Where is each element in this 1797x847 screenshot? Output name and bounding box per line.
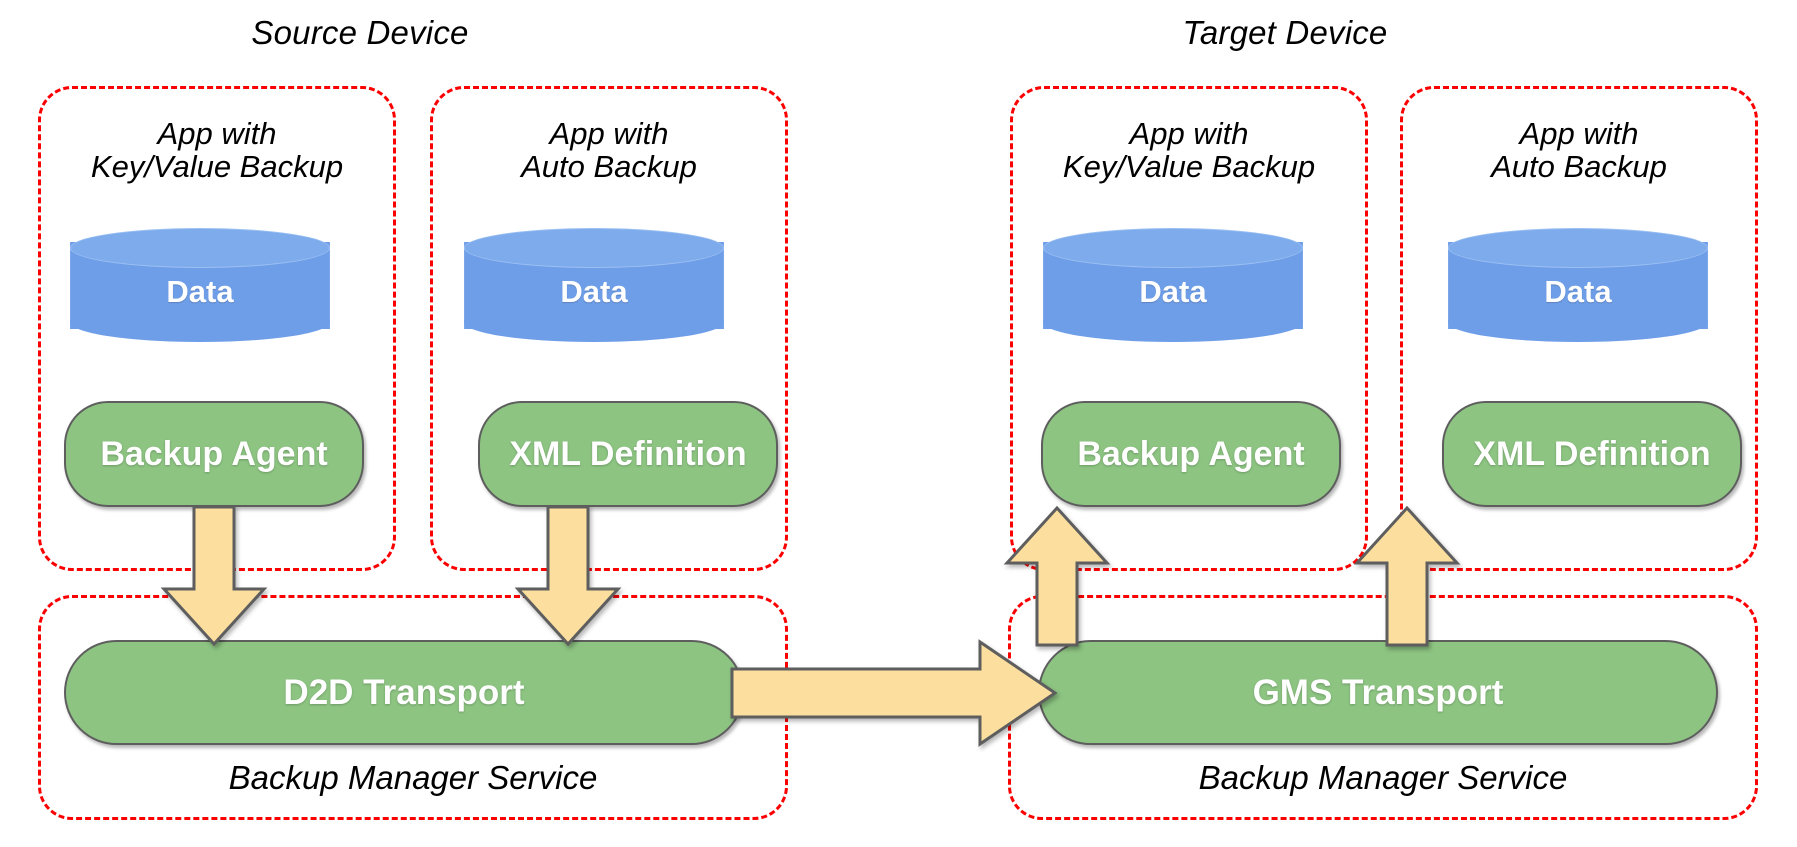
source-xml-definition[interactable]: XML Definition [478, 401, 778, 507]
gms-transport-label: GMS Transport [1252, 672, 1504, 712]
cylinder-top-ellipse [1448, 228, 1708, 268]
source-xml-definition-label: XML Definition [509, 434, 747, 473]
source-backup-agent[interactable]: Backup Agent [64, 401, 364, 507]
arrow-gms-to-xml-definition-icon [1352, 505, 1462, 647]
target-app-auto-data-label: Data [1544, 274, 1612, 309]
target-device-title: Target Device [1182, 14, 1388, 51]
d2d-transport[interactable]: D2D Transport [64, 640, 744, 745]
cylinder-top-ellipse [464, 228, 724, 268]
target-xml-definition-label: XML Definition [1473, 434, 1711, 473]
arrow-backup-agent-to-d2d-icon [159, 505, 269, 647]
target-app-keyvalue-data-cylinder: Data [1043, 228, 1303, 343]
cylinder-bottom-ellipse [1043, 302, 1303, 342]
target-app-auto-caption: App with Auto Backup [1491, 116, 1667, 185]
target-backup-agent-label: Backup Agent [1077, 434, 1305, 473]
source-app-auto-caption: App with Auto Backup [521, 116, 697, 185]
cylinder-top-ellipse [70, 228, 330, 268]
arrow-d2d-to-gms-icon [730, 639, 1060, 747]
source-app-auto-data-cylinder: Data [464, 228, 724, 343]
source-device-title: Source Device [251, 14, 469, 51]
arrow-gms-to-backup-agent-icon [1002, 505, 1112, 647]
source-app-keyvalue-data-cylinder: Data [70, 228, 330, 343]
target-app-keyvalue-caption: App with Key/Value Backup [1062, 116, 1316, 185]
source-backup-manager-service-label: Backup Manager Service [228, 759, 598, 796]
target-xml-definition[interactable]: XML Definition [1442, 401, 1742, 507]
target-app-auto-container[interactable]: App with Auto Backup [1400, 86, 1758, 571]
source-app-auto-data-label: Data [560, 274, 628, 309]
d2d-transport-label: D2D Transport [283, 672, 525, 712]
source-backup-manager-service-container[interactable]: Backup Manager Service [38, 595, 788, 820]
arrow-xml-definition-to-d2d-icon [513, 505, 623, 647]
target-backup-agent[interactable]: Backup Agent [1041, 401, 1341, 507]
target-app-keyvalue-container[interactable]: App with Key/Value Backup [1010, 86, 1368, 571]
target-app-auto-data-cylinder: Data [1448, 228, 1708, 343]
source-backup-agent-label: Backup Agent [100, 434, 328, 473]
cylinder-bottom-ellipse [1448, 302, 1708, 342]
target-backup-manager-service-container[interactable]: Backup Manager Service [1008, 595, 1758, 820]
source-app-keyvalue-caption: App with Key/Value Backup [90, 116, 344, 185]
cylinder-bottom-ellipse [464, 302, 724, 342]
source-app-keyvalue-data-label: Data [166, 274, 234, 309]
source-app-auto-container[interactable]: App with Auto Backup [430, 86, 788, 571]
cylinder-top-ellipse [1043, 228, 1303, 268]
gms-transport[interactable]: GMS Transport [1038, 640, 1718, 745]
target-backup-manager-service-label: Backup Manager Service [1198, 759, 1568, 796]
cylinder-bottom-ellipse [70, 302, 330, 342]
target-app-keyvalue-data-label: Data [1139, 274, 1207, 309]
